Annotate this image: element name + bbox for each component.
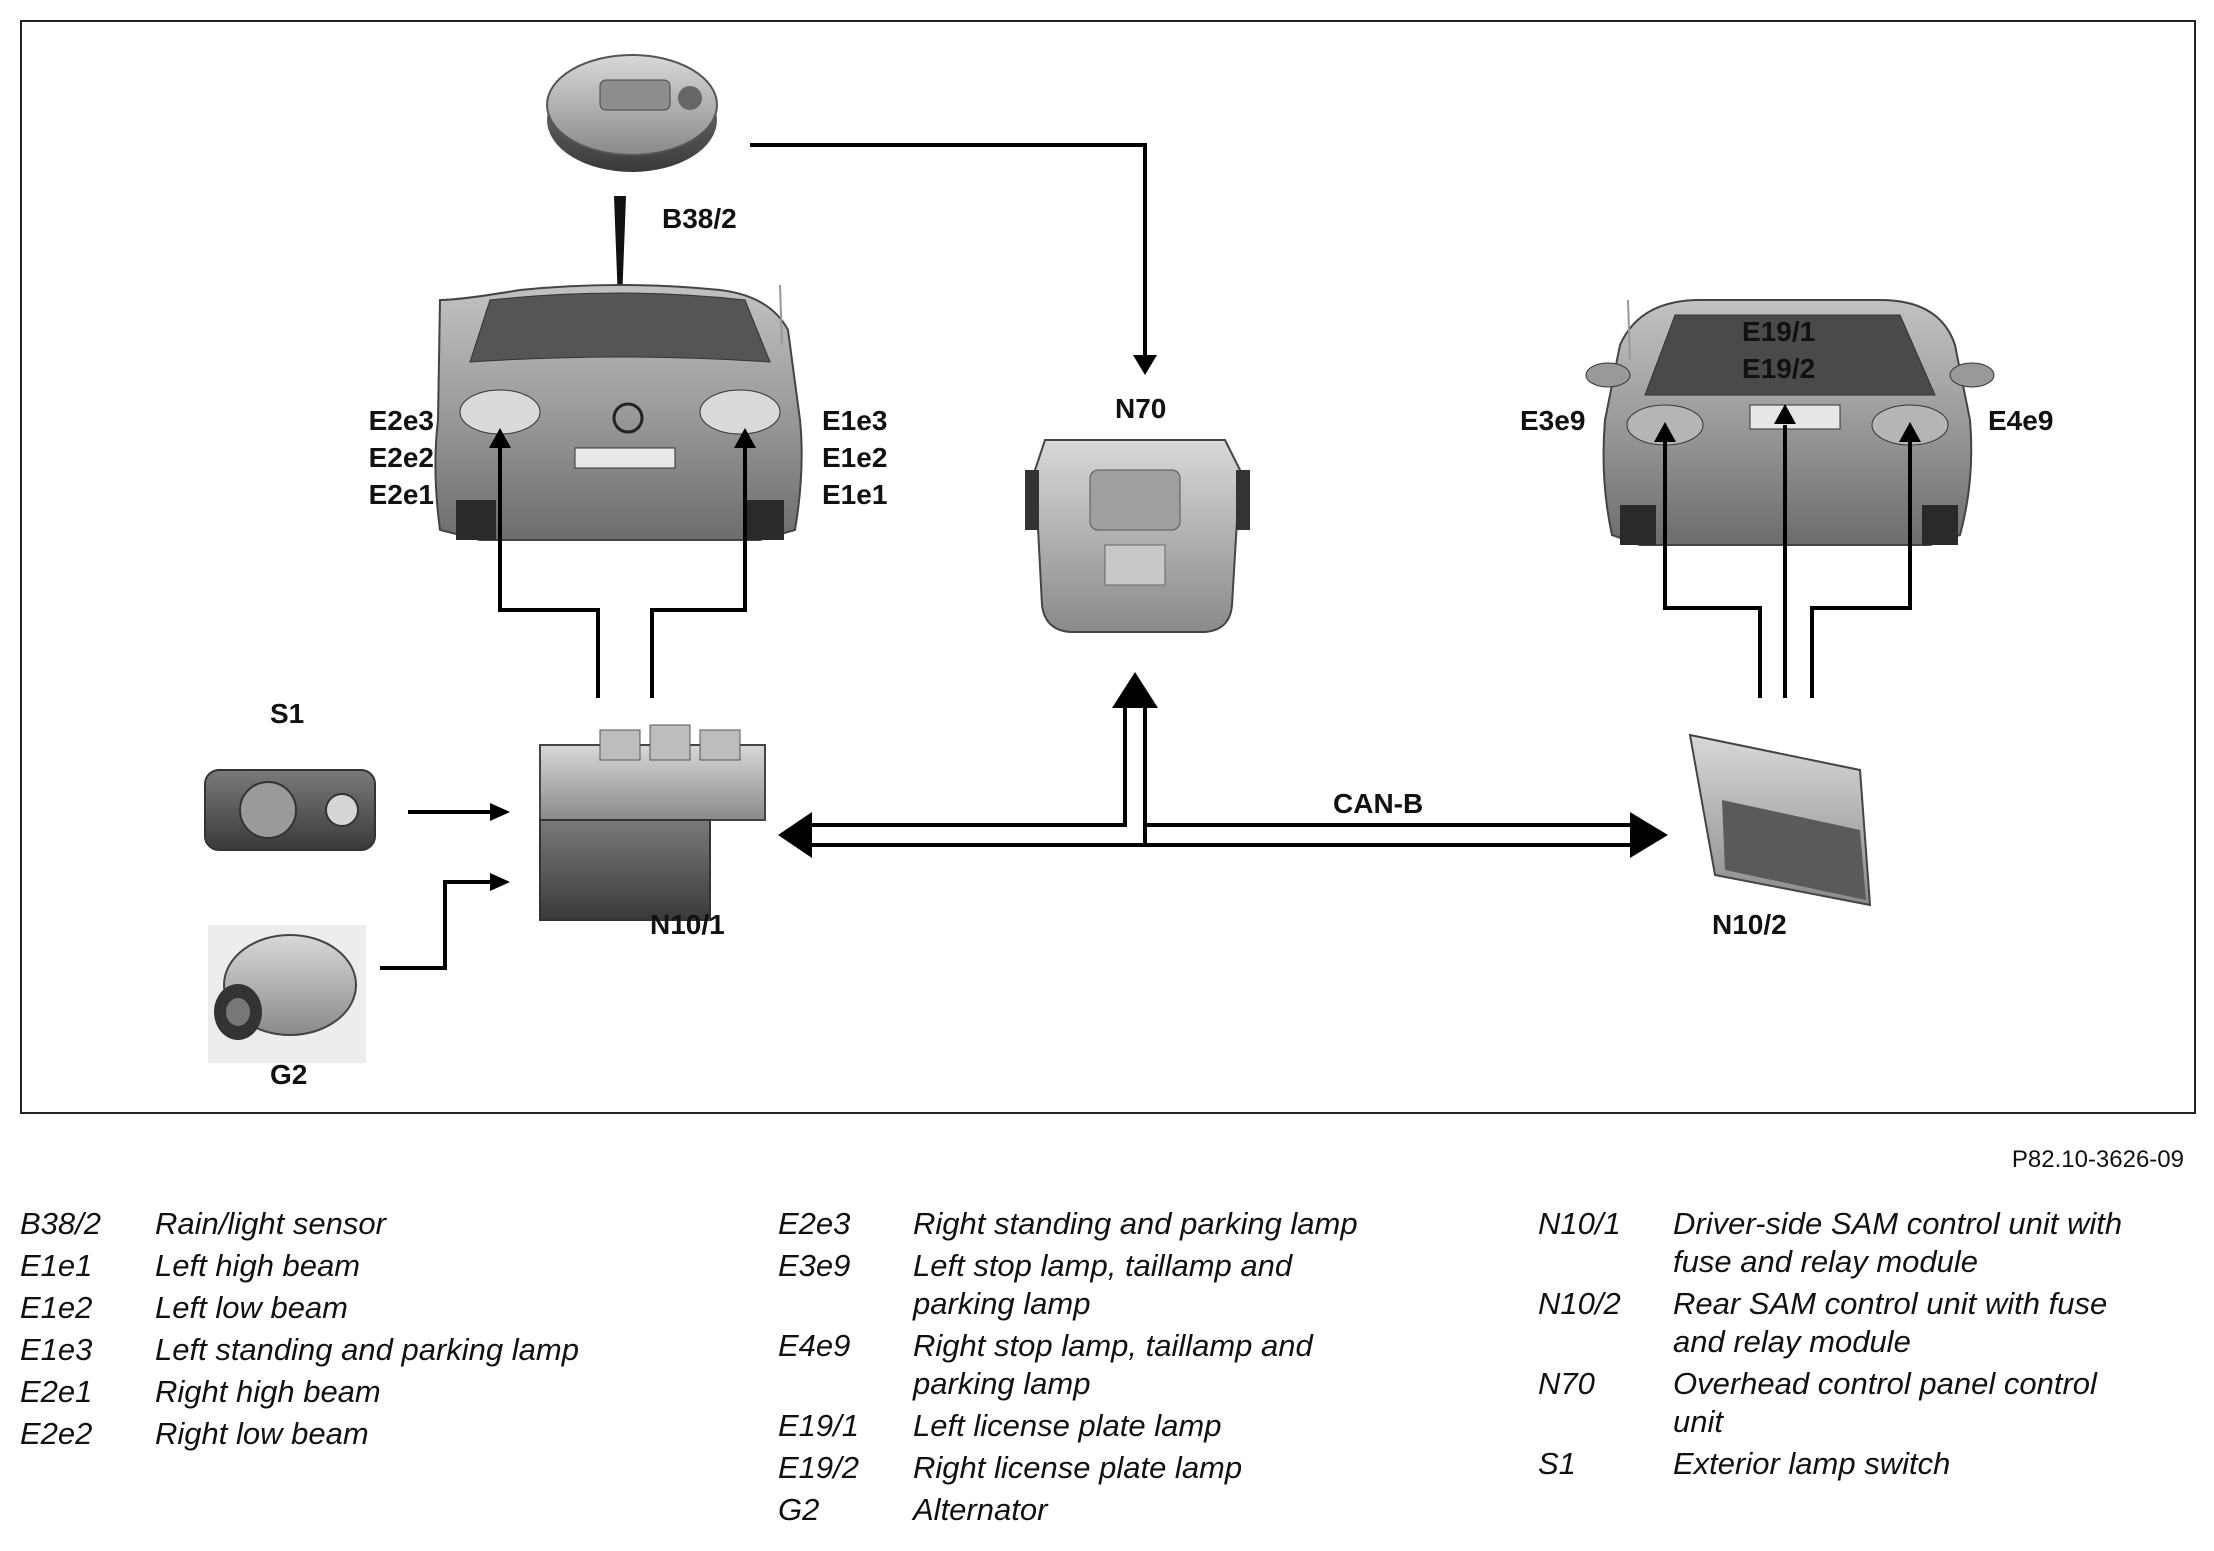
overhead-panel-image bbox=[1025, 439, 1250, 633]
legend-row: E2e2 Right low beam bbox=[20, 1415, 760, 1453]
rear-sam-image bbox=[1688, 733, 1872, 907]
label-front-left-lamps: E2e3 E2e2 E2e1 bbox=[340, 402, 434, 513]
legend-row: E3e9 Left stop lamp, taillamp and parking… bbox=[778, 1247, 1518, 1323]
legend-description: Right stop lamp, taillamp and parking la… bbox=[913, 1328, 1313, 1401]
legend-code: E19/1 bbox=[778, 1408, 860, 1443]
legend-row: E19/2 Right license plate lamp bbox=[778, 1449, 1518, 1487]
label-e4e9: E4e9 bbox=[1988, 405, 2054, 436]
reference-code: P82.10-3626-09 bbox=[2011, 1146, 2184, 1173]
wiring-lines bbox=[380, 143, 1912, 970]
legend-row: N70 Overhead control panel control unit bbox=[1538, 1365, 2198, 1441]
legend-code: B38/2 bbox=[20, 1206, 102, 1241]
driver-sam-image bbox=[539, 724, 766, 921]
legend-description: Exterior lamp switch bbox=[1673, 1446, 1951, 1481]
label-front-right-lamps: E1e3 E1e2 E1e1 bbox=[822, 402, 887, 513]
sensor-location-pointer bbox=[614, 196, 626, 302]
legend-code: E2e2 bbox=[20, 1416, 93, 1451]
legend-column-2: E2e3 Right standing and parking lamp E3e9… bbox=[778, 1205, 1518, 1533]
legend-row: N10/2 Rear SAM control unit with fuse and… bbox=[1538, 1285, 2198, 1361]
legend-description: Overhead control panel control unit bbox=[1673, 1366, 2097, 1439]
legend-row: E4e9 Right stop lamp, taillamp and parkin… bbox=[778, 1327, 1518, 1403]
legend-description: Left standing and parking lamp bbox=[155, 1332, 579, 1367]
legend-row: E2e1 Right high beam bbox=[20, 1373, 760, 1411]
rain-light-sensor-image bbox=[546, 54, 718, 172]
legend-code: E2e1 bbox=[20, 1374, 93, 1409]
label-e19-1: E19/1 bbox=[1742, 316, 1816, 347]
legend-code: E1e1 bbox=[20, 1248, 93, 1283]
legend-row: E1e1 Left high beam bbox=[20, 1247, 760, 1285]
legend-row: S1 Exterior lamp switch bbox=[1538, 1445, 2198, 1483]
legend-code: E2e3 bbox=[778, 1206, 851, 1241]
legend-row: E1e2 Left low beam bbox=[20, 1289, 760, 1327]
label-e2e2: E2e2 bbox=[368, 442, 434, 473]
legend-row: G2 Alternator bbox=[778, 1491, 1518, 1529]
front-car-image bbox=[434, 284, 803, 541]
label-e1e1: E1e1 bbox=[822, 479, 888, 510]
label-e1e3: E1e3 bbox=[822, 405, 888, 436]
label-lamp-switch: S1 bbox=[270, 698, 305, 729]
lamp-switch-image bbox=[204, 769, 376, 851]
legend-row: E1e3 Left standing and parking lamp bbox=[20, 1331, 760, 1369]
diagram-frame bbox=[20, 20, 2196, 1114]
label-rear-license-lamps: E19/1 E19/2 bbox=[1742, 313, 1815, 387]
legend-code: N10/1 bbox=[1538, 1206, 1621, 1241]
arrowheads bbox=[489, 355, 1921, 891]
legend-description: Left stop lamp, taillamp and parking lam… bbox=[913, 1248, 1293, 1321]
label-e2e3: E2e3 bbox=[368, 405, 434, 436]
label-overhead-panel: N70 bbox=[1115, 393, 1167, 424]
label-e2e1: E2e1 bbox=[368, 479, 434, 510]
label-rain-light-sensor: B38/2 bbox=[662, 203, 737, 234]
wiring-diagram bbox=[204, 54, 1995, 1063]
legend-description: Right high beam bbox=[155, 1374, 381, 1409]
legend-description: Left high beam bbox=[155, 1248, 361, 1283]
alternator-image bbox=[208, 925, 366, 1063]
legend-row: N10/1 Driver-side SAM control unit with f… bbox=[1538, 1205, 2198, 1281]
legend-description: Right standing and parking lamp bbox=[913, 1206, 1358, 1241]
legend-code: E1e3 bbox=[20, 1332, 93, 1367]
legend-description: Left low beam bbox=[155, 1290, 348, 1325]
label-e3e9: E3e9 bbox=[1520, 405, 1586, 436]
legend-code: E3e9 bbox=[778, 1248, 851, 1283]
legend-column-3: N10/1 Driver-side SAM control unit with f… bbox=[1538, 1205, 2198, 1487]
legend-code: E1e2 bbox=[20, 1290, 93, 1325]
legend-code: E4e9 bbox=[778, 1328, 851, 1363]
label-can-bus: CAN-B bbox=[1333, 788, 1424, 819]
legend-code: N70 bbox=[1538, 1366, 1595, 1401]
label-e19-2: E19/2 bbox=[1742, 353, 1816, 384]
legend-code: G2 bbox=[778, 1492, 820, 1527]
legend-description: Right license plate lamp bbox=[913, 1450, 1243, 1485]
label-driver-sam: N10/1 bbox=[650, 909, 725, 940]
legend-description: Rain/light sensor bbox=[155, 1206, 386, 1241]
legend-code: N10/2 bbox=[1538, 1286, 1621, 1321]
legend-description: Right low beam bbox=[155, 1416, 369, 1451]
legend-description: Rear SAM control unit with fuse and rela… bbox=[1673, 1286, 2108, 1359]
legend-code: E19/2 bbox=[778, 1450, 860, 1485]
label-rear-sam: N10/2 bbox=[1712, 909, 1787, 940]
legend-description: Alternator bbox=[913, 1492, 1048, 1527]
legend-row: E19/1 Left license plate lamp bbox=[778, 1407, 1518, 1445]
label-alternator: G2 bbox=[270, 1059, 308, 1090]
legend-description: Driver-side SAM control unit with fuse a… bbox=[1673, 1206, 2123, 1279]
legend-code: S1 bbox=[1538, 1446, 1576, 1481]
legend-row: B38/2 Rain/light sensor bbox=[20, 1205, 760, 1243]
legend-description: Left license plate lamp bbox=[913, 1408, 1222, 1443]
legend-row: E2e3 Right standing and parking lamp bbox=[778, 1205, 1518, 1243]
legend-column-1: B38/2 Rain/light sensor E1e1 Left high bea… bbox=[20, 1205, 760, 1457]
label-e1e2: E1e2 bbox=[822, 442, 888, 473]
